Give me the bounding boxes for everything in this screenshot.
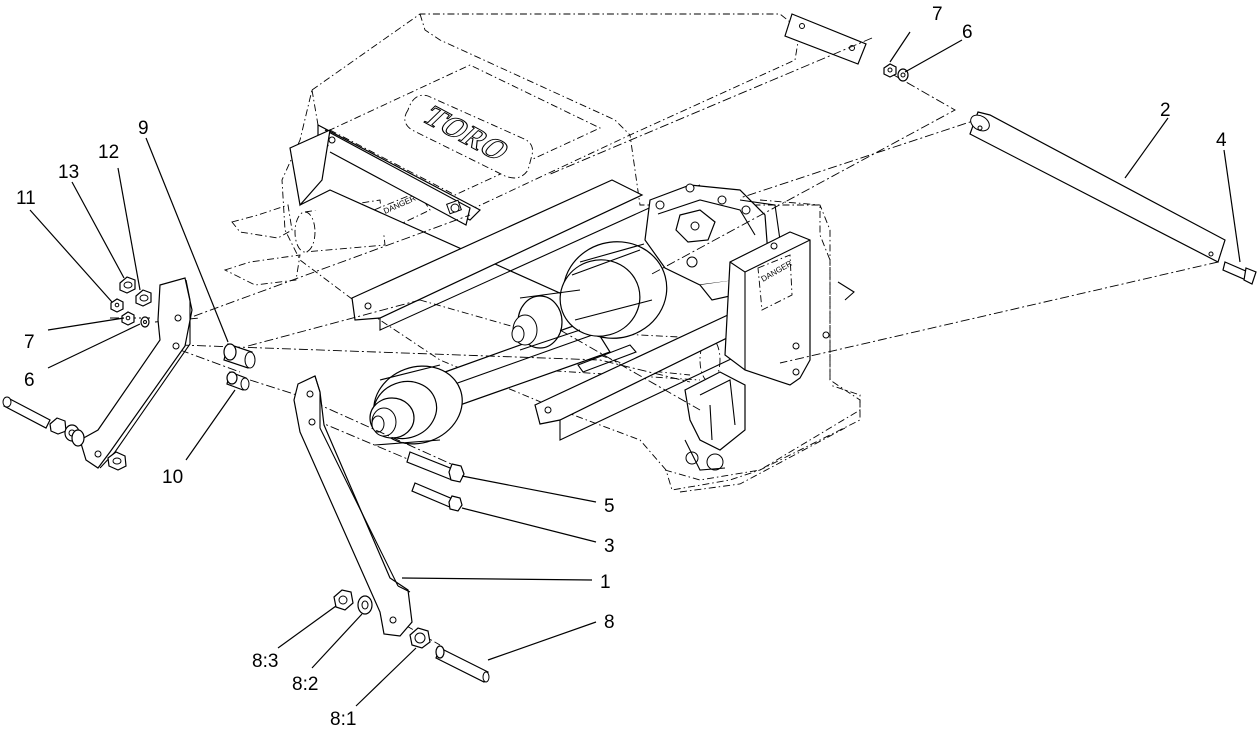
leader-lines	[29, 31, 1241, 707]
part-7-nut-left	[121, 311, 135, 326]
top-plate	[784, 13, 867, 65]
callout-9: 9	[138, 118, 149, 139]
callout-6-left: 6	[24, 370, 35, 391]
callout-8: 8	[604, 612, 615, 633]
part-13-nut	[119, 276, 136, 294]
assembly-centerlines	[110, 37, 1219, 646]
callout-6-top: 6	[962, 22, 973, 43]
callout-8-2: 8:2	[292, 674, 318, 695]
part-2-bar	[969, 111, 1226, 263]
part-8-bolt	[435, 645, 490, 683]
callout-11: 11	[16, 188, 36, 209]
part-10-spacer	[226, 371, 250, 391]
callout-7-left: 7	[24, 332, 35, 353]
part-8-3-nut	[333, 589, 354, 611]
callout-1: 1	[600, 572, 611, 593]
left-bracket	[79, 277, 193, 469]
part-12-nut	[135, 289, 152, 307]
callout-8-3: 8:3	[252, 651, 278, 672]
callout-13: 13	[58, 162, 79, 183]
part-4-bolt	[1222, 261, 1257, 285]
mounting-frame	[289, 124, 782, 441]
callout-3: 3	[604, 536, 615, 557]
callout-2: 2	[1160, 100, 1171, 121]
part-8-2-washer	[357, 595, 373, 615]
part-6-washer-top	[897, 68, 909, 82]
part-3-bolt	[411, 482, 463, 512]
part-9-spacer	[223, 343, 256, 369]
belt-guard: DANGER	[577, 199, 855, 471]
part-8-1-nut	[409, 627, 431, 649]
callout-8-1: 8:1	[330, 709, 356, 730]
part-7-nut-top	[883, 63, 897, 78]
callout-12: 12	[98, 142, 119, 163]
callout-4: 4	[1216, 130, 1227, 151]
part-6-washer-left	[140, 316, 150, 328]
part-1-arm	[293, 375, 413, 637]
toro-logo-plate: TORO	[404, 94, 533, 179]
callout-10: 10	[162, 467, 183, 488]
part-11-nut	[110, 298, 124, 313]
callout-7-top: 7	[932, 4, 943, 25]
pto-driveshaft	[369, 241, 668, 446]
part-5-bolt	[406, 451, 465, 483]
callout-5: 5	[604, 496, 615, 517]
callout-labels: 1 2 3 4 5 6 6 7 7 8 8:1 8:2 8:3 9 10 11 …	[16, 4, 1227, 730]
left-bolt-assembly	[2, 396, 127, 471]
